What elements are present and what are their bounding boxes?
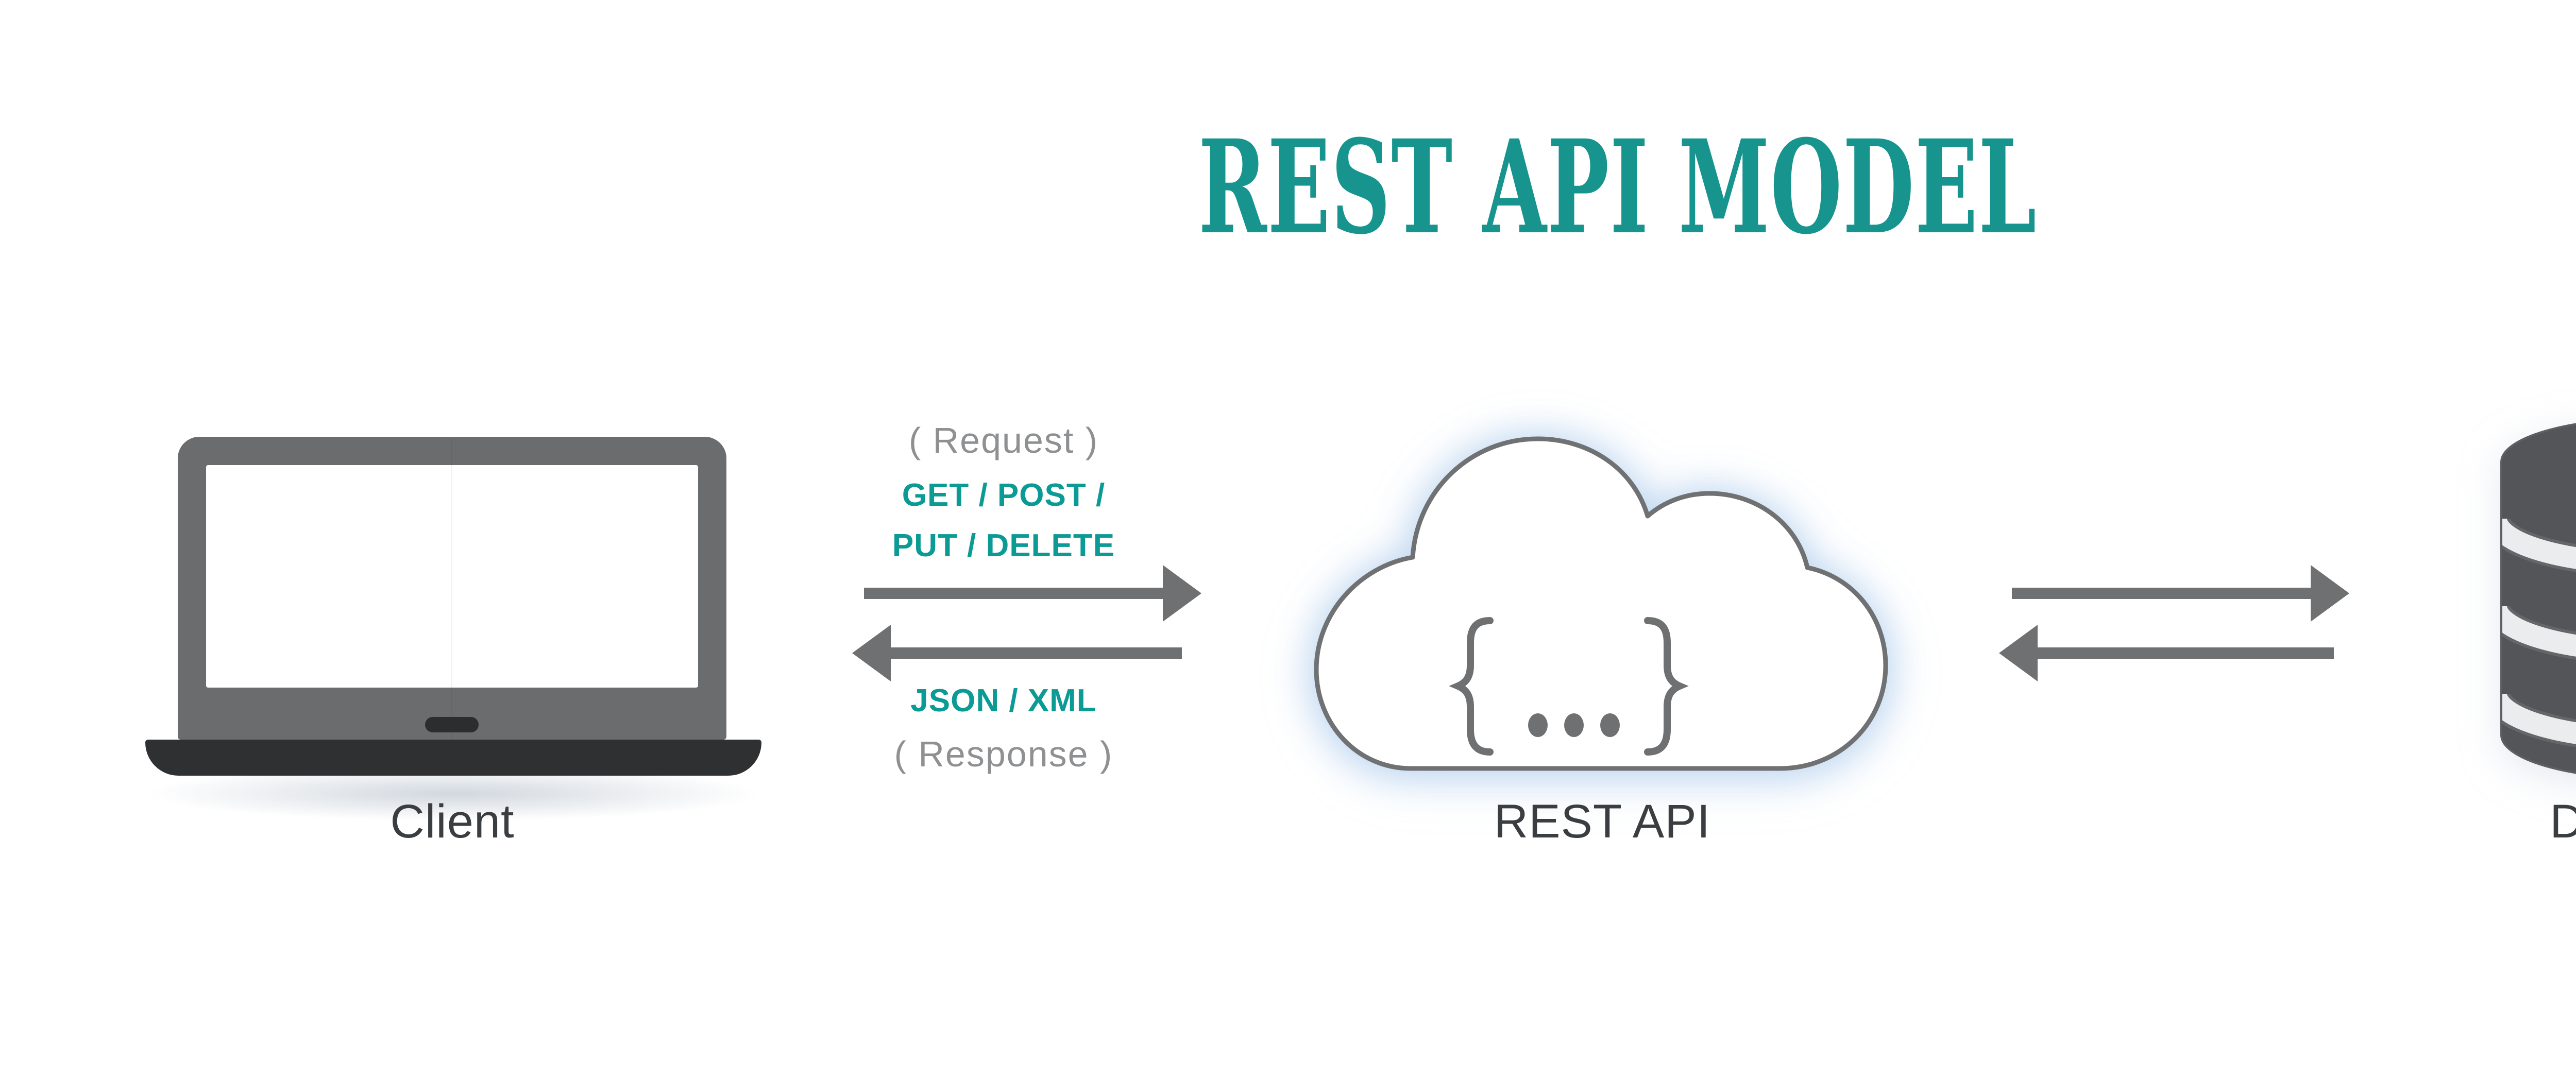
- api-to-client-arrow-icon: [852, 625, 1182, 681]
- arrow-head-left-icon: [852, 625, 891, 681]
- arrow-head-left-icon: [1999, 625, 2038, 681]
- cloud-icon: [1314, 436, 1888, 771]
- ellipsis-dots-icon: [1528, 713, 1620, 737]
- database-label: Database: [2550, 795, 2576, 848]
- database-bands: [2501, 517, 2576, 753]
- arrow-shaft: [2012, 588, 2312, 599]
- api-to-database-arrow-icon: [2012, 565, 2349, 622]
- arrow-shaft: [864, 588, 1164, 599]
- rest-api-label: REST API: [1494, 795, 1711, 848]
- code-braces-icon: [1449, 617, 1689, 756]
- client-label: Client: [390, 795, 515, 848]
- cloud-shape: [1314, 436, 1888, 771]
- database-to-api-arrow-icon: [1999, 625, 2334, 681]
- client-api-flow-labels: ( Request ) GET / POST / PUT / DELETE JS…: [823, 0, 1184, 1078]
- arrow-head-right-icon: [1163, 565, 1201, 622]
- response-formats: JSON / XML: [910, 683, 1097, 718]
- laptop-screen: [206, 465, 698, 688]
- database-outline: [2500, 423, 2576, 774]
- page-title: REST API MODEL: [1198, 111, 2037, 264]
- laptop-seam: [451, 439, 452, 739]
- request-methods-line1: GET / POST /: [902, 477, 1106, 513]
- database-cylinder-icon: [2500, 418, 2576, 779]
- laptop-base: [145, 740, 761, 776]
- client-to-api-arrow-icon: [864, 565, 1201, 622]
- arrow-shaft: [2037, 647, 2334, 659]
- response-annotation: ( Response ): [894, 734, 1113, 774]
- laptop-notch: [425, 717, 479, 732]
- page-title-text: REST API MODEL: [1198, 111, 2037, 263]
- request-annotation: ( Request ): [908, 420, 1099, 460]
- arrow-shaft: [890, 647, 1182, 659]
- request-methods-line2: PUT / DELETE: [892, 528, 1115, 563]
- arrow-head-right-icon: [2311, 565, 2349, 622]
